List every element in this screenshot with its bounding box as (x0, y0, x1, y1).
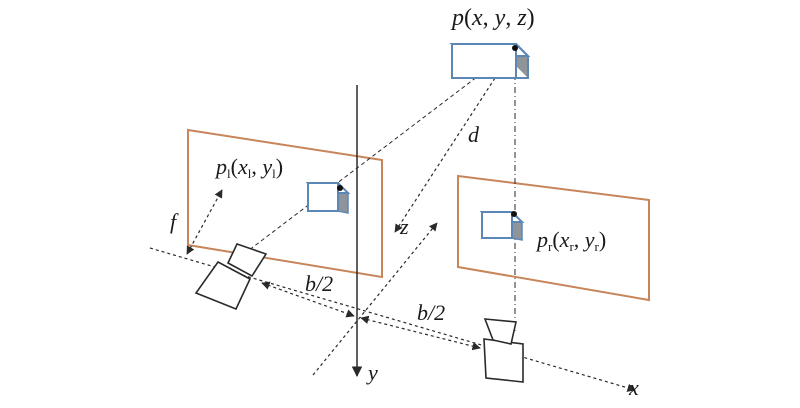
point-pr-label: pr(xr, yr) (537, 227, 607, 254)
baseline-right-arrow (360, 315, 481, 351)
focal-length-label: f (170, 209, 177, 234)
left-camera (194, 243, 268, 311)
focal-length-arrow (186, 189, 223, 255)
baseline-right-label: b/2 (417, 300, 446, 325)
point-p-label: p(x, y, z) (452, 5, 535, 31)
point-pl-label: pl(xl, yl) (216, 154, 284, 181)
y-axis-label: y (368, 360, 378, 385)
distance-arrow (394, 57, 509, 233)
distance-d-label: d (468, 122, 479, 147)
baseline-left-arrow (261, 281, 355, 318)
object-cube (449, 43, 531, 79)
z-axis (312, 222, 438, 376)
left-image-cube (305, 182, 351, 214)
left-image-plane (187, 128, 383, 279)
left-projection-line (239, 47, 516, 258)
baseline-left-label: b/2 (305, 271, 334, 296)
right-camera (483, 318, 524, 383)
z-axis-label: z (400, 214, 409, 239)
x-axis-label: x (629, 375, 639, 400)
right-image-cube (479, 211, 525, 241)
right-image-plane (457, 174, 650, 302)
